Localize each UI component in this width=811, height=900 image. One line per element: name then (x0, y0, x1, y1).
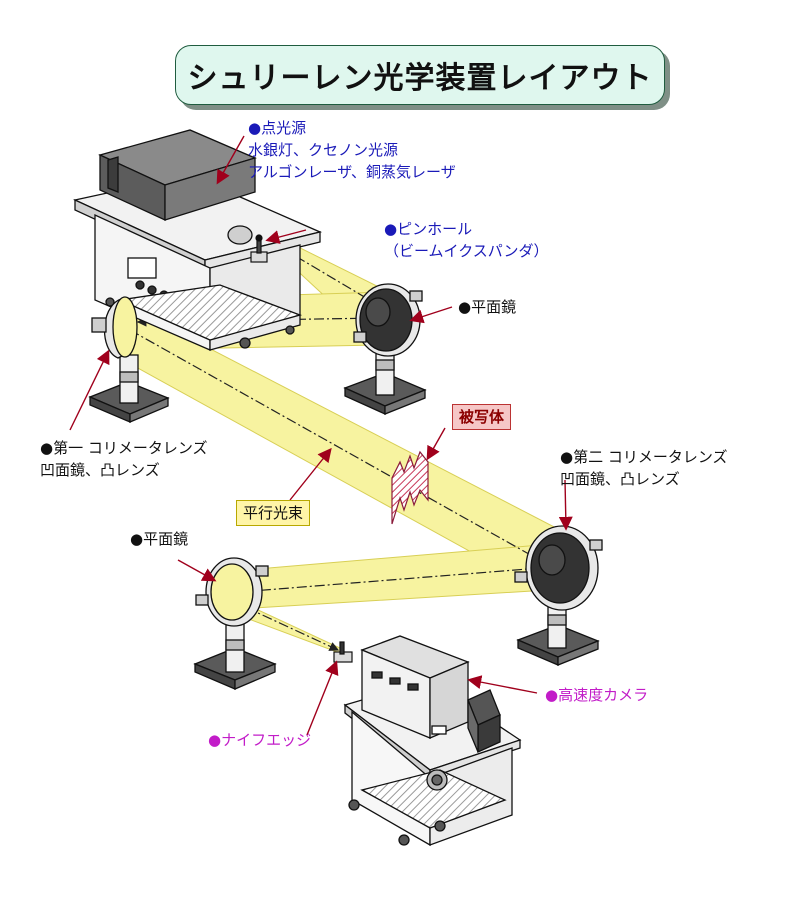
high-speed-camera-label: ●高速度カメラ (545, 686, 649, 704)
page-title: シュリーレン光学装置レイアウト (187, 61, 653, 96)
point-source-line-2: 水銀灯、クセノン光源 (248, 141, 399, 159)
camera-icon (343, 635, 522, 847)
collimator-1-title: ●第一 コリメータレンズ (40, 439, 208, 457)
beam-collimator2-to-mirror2 (221, 544, 549, 611)
subject-icon (391, 450, 429, 525)
knife-edge-icon (333, 641, 353, 663)
pinhole-label: ●ピンホール （ビームイクスパンダ） (384, 218, 549, 262)
pointer-arrows (69, 135, 573, 736)
flat-mirror-2-label: ●平面鏡 (130, 530, 189, 548)
pinhole-subtitle: （ビームイクスパンダ） (384, 242, 549, 260)
collimator-1-label: ●第一 コリメータレンズ 凹面鏡、凸レンズ (40, 437, 208, 481)
flat-mirror-1-label: ●平面鏡 (458, 298, 517, 316)
point-source-label: ●点光源 水銀灯、クセノン光源 アルゴンレーザ、銅蒸気レーザ (248, 117, 456, 183)
collimator-1-icon (88, 296, 170, 423)
collimator-2-subtitle: 凹面鏡、凸レンズ (560, 470, 680, 488)
point-source-line-3: アルゴンレーザ、銅蒸気レーザ (248, 163, 456, 181)
light-source-icon (72, 129, 323, 351)
point-source-title: ●点光源 (248, 119, 307, 137)
parallel-beam-label: 平行光束 (236, 500, 311, 526)
knife-edge-label: ●ナイフエッジ (208, 731, 312, 749)
title-box: シュリーレン光学装置レイアウト (175, 45, 665, 105)
collimator-1-subtitle: 凹面鏡、凸レンズ (40, 461, 160, 479)
flat-mirror-1-icon (343, 283, 427, 416)
collimator-2-title: ●第二 コリメータレンズ (560, 448, 728, 466)
pinhole-icon (250, 234, 268, 263)
collimator-2-label: ●第二 コリメータレンズ 凹面鏡、凸レンズ (560, 446, 728, 490)
pinhole-title: ●ピンホール (384, 220, 473, 238)
subject-label: 被写体 (452, 404, 512, 430)
flat-mirror-2-icon (193, 557, 277, 690)
